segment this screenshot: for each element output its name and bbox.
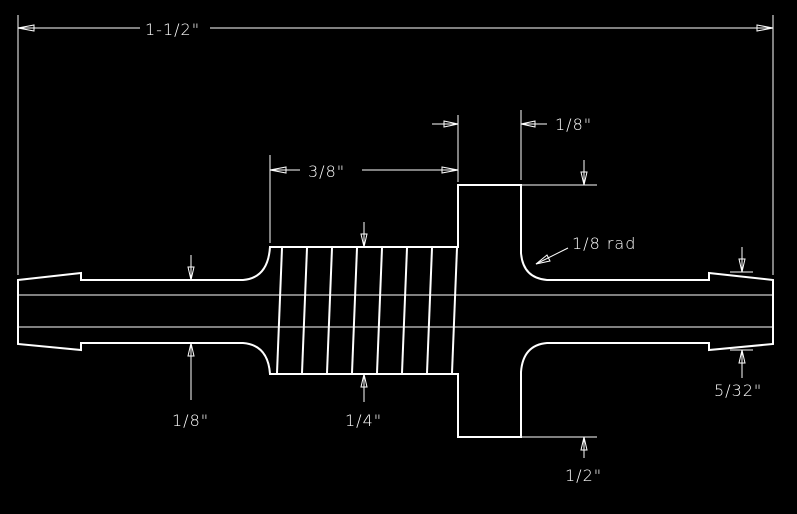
knurl-lines <box>276 247 458 374</box>
dim-tip-diameter: 5/32" <box>714 247 762 400</box>
knurl-line <box>451 247 458 374</box>
fitting-outline <box>17 184 774 438</box>
knurl-line <box>326 247 333 374</box>
dim-flange-thickness: 1/8" <box>432 110 592 180</box>
knurl-line <box>376 247 383 374</box>
dim-label-overall: 1-1/2" <box>145 20 200 39</box>
dim-label-barb-diameter: 1/8" <box>172 411 209 430</box>
dim-label-knurl-length: 3/8" <box>308 162 345 181</box>
knurl-line <box>426 247 433 374</box>
dim-overall-length: 1-1/2" <box>17 15 774 275</box>
dim-label-flange-thickness: 1/8" <box>555 115 592 134</box>
arrowhead <box>756 24 774 32</box>
dim-label-knurl-diameter: 1/4" <box>345 411 382 430</box>
dim-flange-diameter: 1/2" <box>521 160 602 485</box>
dim-label-flange-diameter: 1/2" <box>565 466 602 485</box>
outline-top <box>17 184 774 438</box>
knurl-line <box>401 247 408 374</box>
dim-label-tip-diameter: 5/32" <box>714 381 762 400</box>
dim-barb-diameter: 1/8" <box>172 255 209 430</box>
knurl-line <box>301 247 308 374</box>
dim-knurl-length: 3/8" <box>269 115 459 243</box>
dim-knurl-diameter: 1/4" <box>345 222 382 430</box>
dim-label-fillet-radius: 1/8 rad <box>572 234 636 253</box>
knurl-line <box>276 247 283 374</box>
arrowhead <box>17 24 35 32</box>
knurl-line <box>351 247 358 374</box>
dim-fillet-radius: 1/8 rad <box>535 234 636 265</box>
